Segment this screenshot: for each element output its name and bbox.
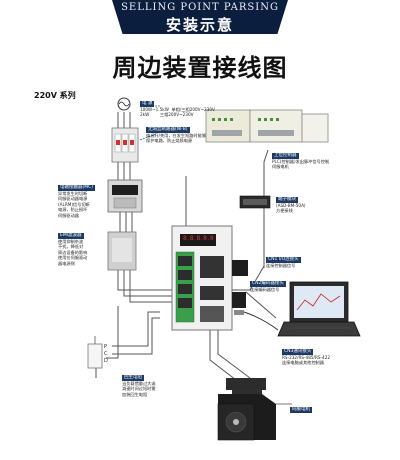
mc-callout: 电磁接触器(MC) 异常发生时切断 伺服驱动器电源 (ALRM)信号切断 电源，…	[58, 185, 96, 218]
wires	[95, 112, 277, 381]
plc-callout: 上位控制器 PLC(控制器)发出脉冲信号控制 伺服电机	[272, 153, 330, 170]
motor-callout: 伺服电机	[290, 407, 312, 413]
terminal-callout: 端子模块 (ASD-BM-50A) 方便接线	[276, 197, 306, 214]
banner-chinese: 安装示意	[165, 16, 234, 34]
cn3-callout: CN3通讯接头 RS-232/RS-485/RS-422 连接电脑或其他控制器	[282, 349, 331, 366]
servo-drive-icon	[171, 225, 233, 331]
terminal-mark-p: P	[104, 344, 108, 350]
cn1-callout: CN1 I/O连接头 连接控制器信号	[266, 257, 301, 268]
usb-cable-icon	[234, 310, 279, 331]
regen-callout: 回生电阻 当负载惯量过大或 减速时间过短时需 加装回生电阻	[122, 375, 156, 397]
page-title: 周边装置接线图	[112, 54, 288, 82]
series-label: 220V 系列	[34, 91, 76, 100]
drive-display: 8.8.8.8.8	[183, 235, 215, 242]
terminal-mark-d: D	[104, 358, 108, 364]
nfb-callout: 无熔丝断路器(NFB) 电源开/关用，在发生短路时能够 保护电路，防止烧损电源	[146, 127, 207, 144]
emi-filter-icon	[107, 231, 137, 271]
servo-motor-icon	[217, 378, 292, 441]
terminal-mark-c: C	[104, 351, 108, 357]
laptop-icon	[277, 281, 361, 337]
cn2-connector-icon	[232, 292, 246, 308]
cn1-connector-icon	[232, 260, 248, 276]
regen-resistor-icon	[87, 336, 103, 369]
contactor-mc-icon	[107, 179, 143, 213]
terminal-module-icon	[239, 195, 271, 209]
cn2-callout: CN2编码器接头 连接编码器信号	[250, 281, 286, 292]
breaker-nfb-icon	[111, 127, 139, 163]
top-banner: SELLING POINT PARSING 安装示意	[0, 0, 400, 36]
power-callout: 电 源 100W~1.5kW 单相/三相200V~230V 2kW 三相200V…	[140, 101, 215, 118]
plc-controller-icon	[205, 109, 329, 143]
banner-english: SELLING POINT PARSING	[121, 2, 279, 13]
emi-callout: EMI滤波器 使用抑制杂波 干扰，降低对 周边设备的影响 使用在伺服驱动 器电源…	[58, 233, 88, 266]
ac-power-icon	[117, 97, 131, 111]
banner-tab	[112, 0, 288, 34]
